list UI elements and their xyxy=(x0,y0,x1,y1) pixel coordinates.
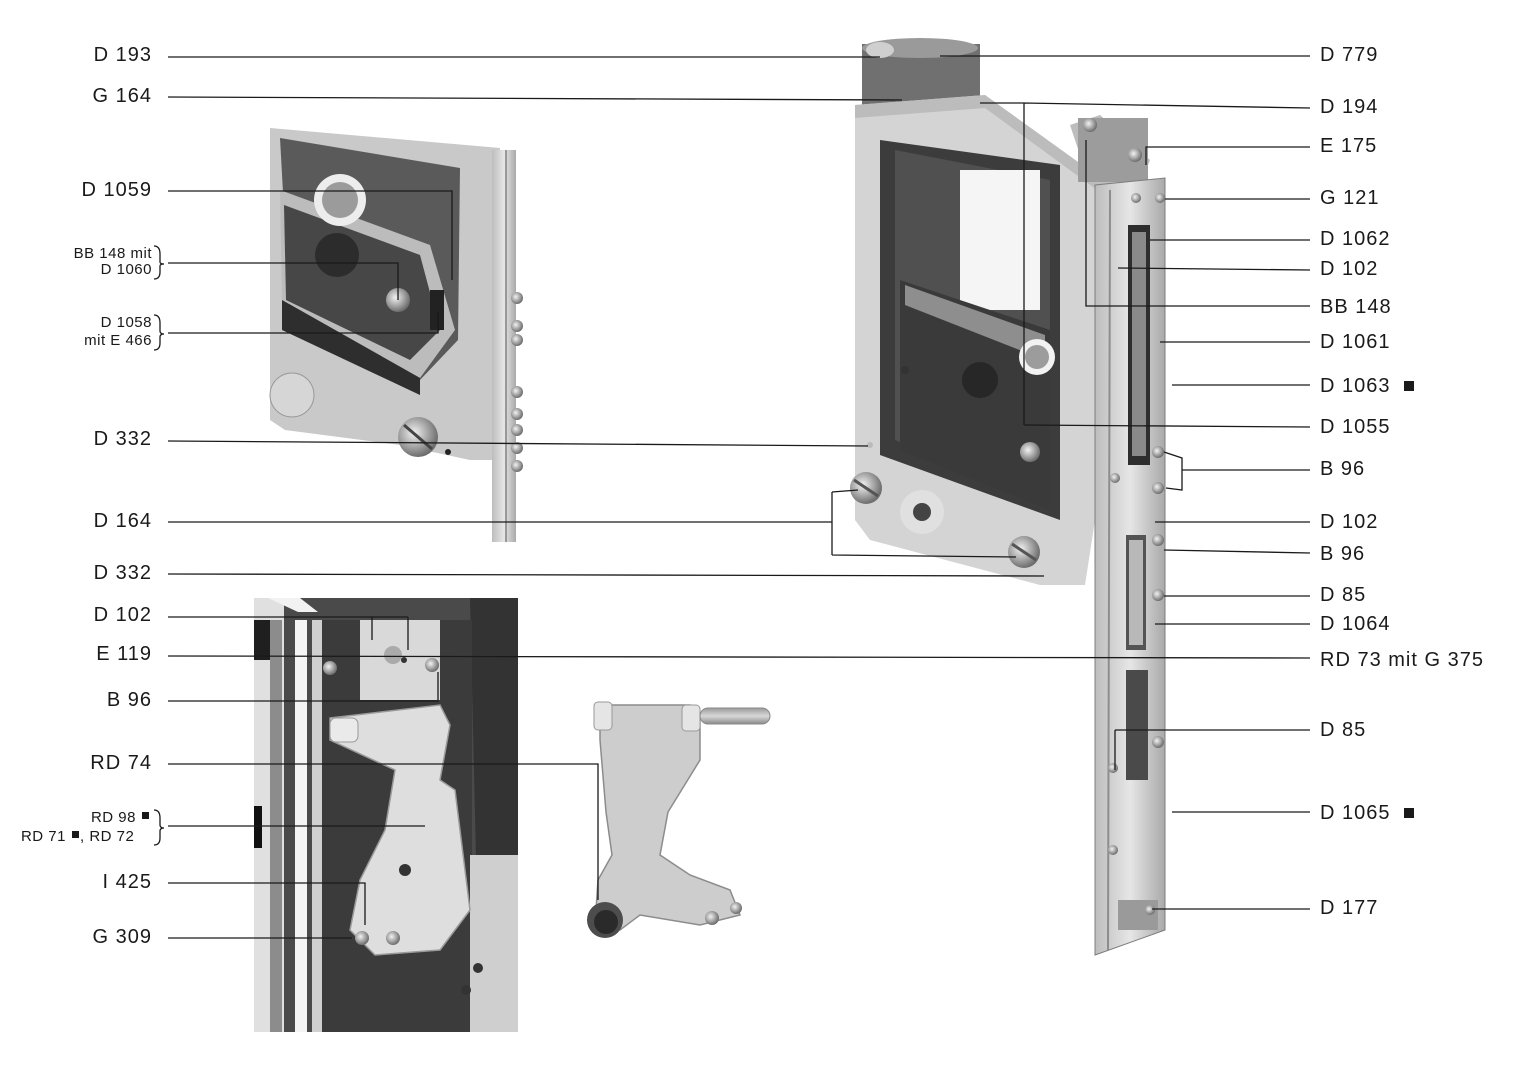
label-bb148: BB 148 xyxy=(1320,296,1392,318)
label-i425: I 425 xyxy=(103,871,152,893)
label-d177: D 177 xyxy=(1320,897,1378,919)
leader-e175 xyxy=(1145,146,1310,165)
leader-d102-left xyxy=(168,616,409,650)
label-d779: D 779 xyxy=(1320,44,1378,66)
leader-d332-a xyxy=(167,440,869,447)
gate-assembly-photo xyxy=(850,38,1166,956)
label-d102-b: D 102 xyxy=(1320,511,1378,533)
leader-i425 xyxy=(168,882,366,925)
leader-rd74 xyxy=(168,763,599,900)
leader-g164 xyxy=(167,96,903,101)
label-d102-a: D 102 xyxy=(1320,258,1378,280)
label-d85-b: D 85 xyxy=(1320,719,1366,741)
label-d1055: D 1055 xyxy=(1320,416,1391,438)
label-d332-a: D 332 xyxy=(94,428,152,450)
leader-d102-a xyxy=(1117,267,1311,271)
leader-e119 xyxy=(167,655,1311,659)
leader-d85-b xyxy=(1114,729,1310,770)
claw-mechanism-photo xyxy=(254,598,518,1032)
label-d164: D 164 xyxy=(94,510,152,532)
label-b96-b: B 96 xyxy=(1320,543,1365,565)
leader-d164 xyxy=(168,489,1017,558)
leader-d1055 xyxy=(1023,424,1311,428)
leader-b96-left xyxy=(168,672,439,702)
label-d1059: D 1059 xyxy=(82,179,153,201)
leader-d194 xyxy=(980,102,1311,425)
label-b96-left: B 96 xyxy=(107,689,152,711)
d1065-filled-square-mark xyxy=(1404,808,1414,818)
rd71-filled-square-mark xyxy=(72,831,79,838)
label-d194: D 194 xyxy=(1320,96,1378,118)
label-mit-e466: mit E 466 xyxy=(84,332,152,349)
label-g309: G 309 xyxy=(93,926,152,948)
label-g121: G 121 xyxy=(1320,187,1379,209)
leader-bb148 xyxy=(1085,140,1310,307)
brace-d1058 xyxy=(153,314,165,351)
label-d1061: D 1061 xyxy=(1320,331,1391,353)
leader-bb148-d1060 xyxy=(168,262,399,300)
brace-rd98 xyxy=(153,809,165,846)
label-d332-b: D 332 xyxy=(94,562,152,584)
leader-d1059 xyxy=(168,190,453,280)
right-leader-lines xyxy=(940,55,1311,910)
leader-d332-b xyxy=(167,573,1045,577)
leader-b96-a xyxy=(1163,451,1310,491)
leader-d1058-e466 xyxy=(168,312,439,334)
leader-b96-b xyxy=(1163,549,1311,554)
label-rd71: RD 71 xyxy=(21,828,66,845)
label-rd74: RD 74 xyxy=(90,752,152,774)
gate-detail-photo xyxy=(269,128,523,542)
label-e175: E 175 xyxy=(1320,135,1377,157)
label-g164: G 164 xyxy=(93,85,152,107)
right-labels: D 779 D 194 E 175 G 121 D 1062 D 102 BB … xyxy=(1320,44,1484,919)
left-labels: D 193 G 164 D 1059 BB 148 mit D 1060 D 1… xyxy=(21,44,165,948)
label-d1058: D 1058 xyxy=(101,314,152,331)
label-rd72: , RD 72 xyxy=(80,828,134,845)
label-d1064: D 1064 xyxy=(1320,613,1391,635)
label-e119: E 119 xyxy=(96,643,152,665)
label-d102-left: D 102 xyxy=(94,604,152,626)
rd98-filled-square-mark xyxy=(142,812,149,819)
left-leader-lines xyxy=(167,56,1311,939)
label-d1062: D 1062 xyxy=(1320,228,1391,250)
label-b96-a: B 96 xyxy=(1320,458,1365,480)
label-d1063: D 1063 xyxy=(1320,375,1391,397)
label-d1060: D 1060 xyxy=(101,261,152,278)
label-rd98: RD 98 xyxy=(91,809,136,826)
label-d1065: D 1065 xyxy=(1320,802,1391,824)
label-rd73-g375: RD 73 mit G 375 xyxy=(1320,649,1484,671)
brace-bb148 xyxy=(153,245,165,280)
label-bb148-mit: BB 148 mit xyxy=(74,245,153,262)
d1063-filled-square-mark xyxy=(1404,381,1414,391)
label-d193: D 193 xyxy=(94,44,152,66)
separate-claw-part xyxy=(587,701,771,938)
label-d85-a: D 85 xyxy=(1320,584,1366,606)
